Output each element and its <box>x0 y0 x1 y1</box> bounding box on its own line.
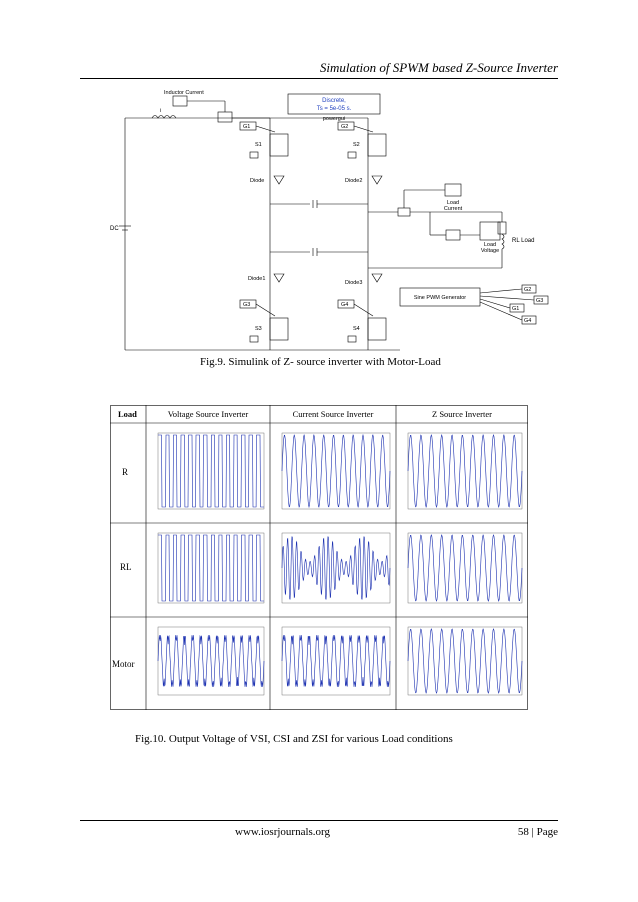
g3-tag: G3 <box>243 302 250 308</box>
waveform-trace <box>158 534 264 602</box>
load-voltage-line1: Load <box>484 242 496 248</box>
load-current-line2: Current <box>444 206 463 212</box>
powergui-label: powergui <box>323 116 345 122</box>
row-label-r: R <box>122 467 128 477</box>
g1-tag: G1 <box>243 124 250 130</box>
load-current-line1: Load <box>447 200 459 206</box>
diode2-label: Diode2 <box>345 178 362 184</box>
waveform-trace <box>281 433 391 509</box>
footer-rule <box>80 820 558 821</box>
s4-label: S4 <box>353 326 360 332</box>
footer-url: www.iosrjournals.org <box>235 826 331 838</box>
row-label-rl: RL <box>120 562 132 572</box>
pwm-out-g4: G4 <box>524 318 531 324</box>
waveform-trace <box>407 534 523 602</box>
s3-label: S3 <box>255 326 262 332</box>
inductor-current-label: Inductor Current <box>164 90 204 96</box>
waveform-trace <box>281 536 391 600</box>
footer-page-number: 58 | Page <box>517 826 558 838</box>
header-load: Load <box>118 409 137 419</box>
pwm-out-g2: G2 <box>524 287 531 293</box>
diode1-label: Diode1 <box>248 276 265 282</box>
pwm-out-g3: G3 <box>536 298 543 304</box>
diode3-label: Diode3 <box>345 280 362 286</box>
powergui-line1: Discrete, <box>322 98 346 104</box>
waveform-trace <box>158 434 264 508</box>
powergui-line2: Ts = 5e-05 s. <box>317 106 352 112</box>
i-label: i <box>160 108 161 114</box>
g2-tag: G2 <box>341 124 348 130</box>
header-rule <box>80 78 558 79</box>
figure10-caption: Fig.10. Output Voltage of VSI, CSI and Z… <box>135 733 453 745</box>
pwm-generator-label: Sine PWM Generator <box>414 295 466 301</box>
waveform-trace <box>157 634 265 688</box>
row-label-motor: Motor <box>112 659 135 669</box>
waveform-table: Load Voltage Source Inverter Current Sou… <box>110 405 528 710</box>
s2-label: S2 <box>353 142 360 148</box>
g4-tag: G4 <box>341 302 348 308</box>
diode-label: Diode <box>250 178 264 184</box>
simulink-diagram: Inductor Current Discrete, Ts = 5e-05 s.… <box>110 90 549 351</box>
waveform-trace <box>407 433 523 509</box>
header-zsi: Z Source Inverter <box>432 409 492 419</box>
s1-label: S1 <box>255 142 262 148</box>
header-vsi: Voltage Source Inverter <box>168 409 249 419</box>
waveform-trace <box>281 634 391 688</box>
dc-label: DC <box>110 226 119 232</box>
figure9-caption: Fig.9. Simulink of Z- source inverter wi… <box>200 356 441 368</box>
header-csi: Current Source Inverter <box>293 409 374 419</box>
rl-load-label: RL Load <box>512 238 534 244</box>
running-header: Simulation of SPWM based Z-Source Invert… <box>319 60 558 75</box>
pwm-out-g1: G1 <box>512 306 519 312</box>
load-voltage-line2: Voltage <box>481 248 499 254</box>
waveform-trace <box>407 628 523 694</box>
waveform-plots <box>157 432 523 696</box>
